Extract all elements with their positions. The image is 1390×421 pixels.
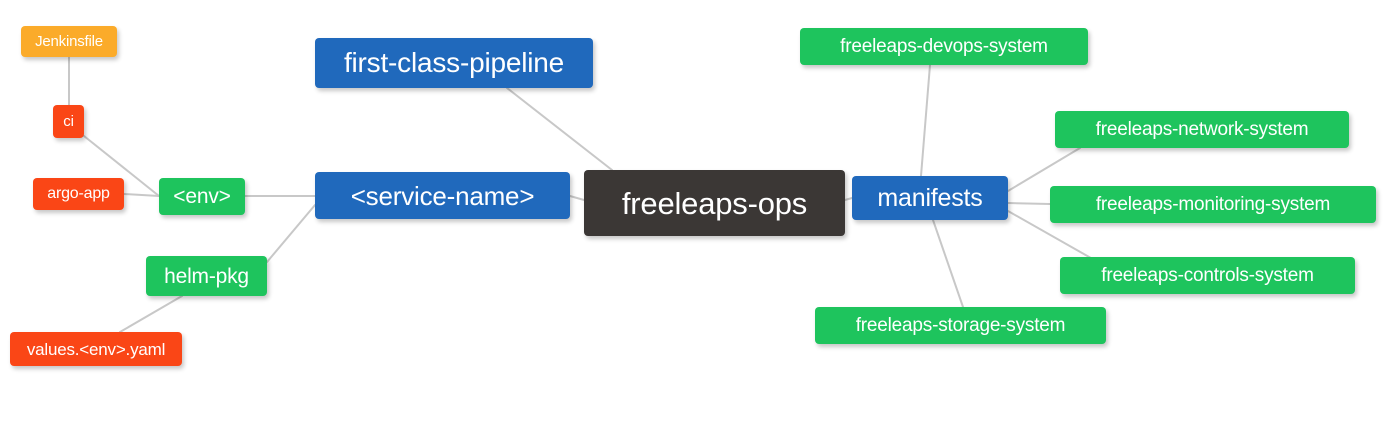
node-label-freeleaps-storage-system: freeleaps-storage-system	[855, 315, 1066, 336]
node-label-jenkinsfile: Jenkinsfile	[35, 33, 103, 50]
node-label-freeleaps-monitoring-system: freeleaps-monitoring-system	[1095, 194, 1331, 215]
edge-service-name-to-freeleaps-ops	[569, 195, 585, 201]
node-label-values-env-yaml: values.<env>.yaml	[26, 339, 166, 359]
node-label-first-class-pipeline: first-class-pipeline	[343, 47, 565, 78]
node-label-freeleaps-controls-system: freeleaps-controls-system	[1101, 265, 1314, 286]
node-values-env-yaml[interactable]: values.<env>.yaml	[10, 332, 182, 366]
edge-helm-pkg-to-values-env-yaml	[119, 295, 183, 333]
node-label-freeleaps-devops-system: freeleaps-devops-system	[840, 36, 1048, 57]
node-env[interactable]: <env>	[159, 178, 245, 215]
edge-manifests-to-freeleaps-devops-system	[920, 64, 931, 177]
node-freeleaps-storage-system[interactable]: freeleaps-storage-system	[815, 307, 1106, 344]
node-label-helm-pkg: helm-pkg	[164, 264, 249, 288]
node-label-service-name: <service-name>	[350, 180, 535, 211]
node-ci[interactable]: ci	[53, 105, 84, 138]
edge-first-class-pipeline-to-freeleaps-ops	[506, 87, 613, 171]
edge-manifests-to-freeleaps-storage-system	[932, 219, 964, 308]
node-freeleaps-ops[interactable]: freeleaps-ops	[584, 170, 845, 236]
node-service-name[interactable]: <service-name>	[315, 172, 570, 219]
node-argo-app[interactable]: argo-app	[33, 178, 124, 210]
node-label-freeleaps-network-system: freeleaps-network-system	[1095, 119, 1309, 140]
edge-freeleaps-ops-to-manifests	[844, 197, 853, 201]
node-label-env: <env>	[173, 185, 231, 208]
node-first-class-pipeline[interactable]: first-class-pipeline	[315, 38, 593, 88]
node-freeleaps-monitoring-system[interactable]: freeleaps-monitoring-system	[1050, 186, 1376, 223]
node-jenkinsfile[interactable]: Jenkinsfile	[21, 26, 117, 57]
node-label-ci: ci	[63, 113, 74, 130]
node-freeleaps-devops-system[interactable]: freeleaps-devops-system	[800, 28, 1088, 65]
node-freeleaps-network-system[interactable]: freeleaps-network-system	[1055, 111, 1349, 148]
node-label-argo-app: argo-app	[47, 185, 110, 202]
node-freeleaps-controls-system[interactable]: freeleaps-controls-system	[1060, 257, 1355, 294]
edge-argo-app-to-env	[123, 193, 160, 197]
node-manifests[interactable]: manifests	[852, 176, 1008, 220]
edge-manifests-to-freeleaps-network-system	[1007, 147, 1081, 192]
node-label-manifests: manifests	[877, 183, 983, 212]
edge-manifests-to-freeleaps-monitoring-system	[1007, 202, 1051, 205]
edge-service-name-to-helm-pkg	[266, 204, 316, 263]
node-label-freeleaps-ops: freeleaps-ops	[621, 185, 808, 221]
node-helm-pkg[interactable]: helm-pkg	[146, 256, 267, 296]
